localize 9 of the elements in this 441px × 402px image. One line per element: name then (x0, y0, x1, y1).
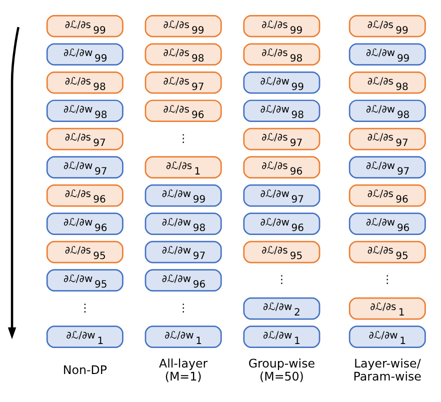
label: ⋮ (382, 272, 393, 286)
label: ⋮ (178, 131, 189, 144)
label: All-layer (M=1) (159, 356, 208, 383)
label: Non-DP (62, 362, 107, 377)
label: ⋮ (79, 300, 90, 314)
label: ⋮ (276, 272, 288, 286)
label: Group-wise (M=50) (248, 356, 316, 383)
label: ⋮ (178, 300, 189, 314)
label: Layer-wise/ Param-wise (353, 356, 422, 383)
